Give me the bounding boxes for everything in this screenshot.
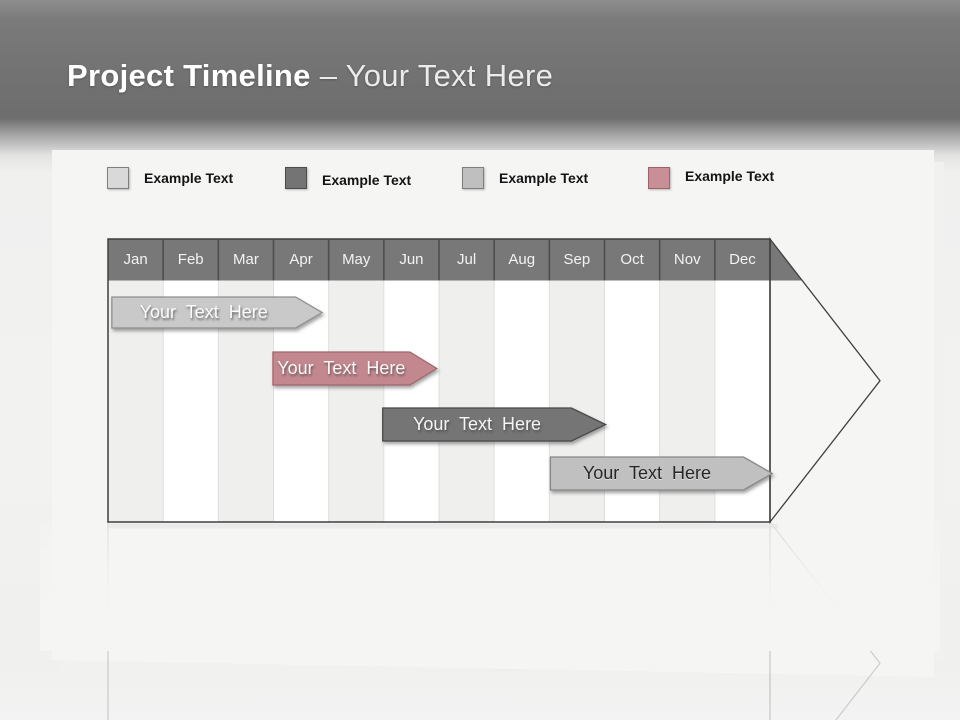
timeline-bar-label-1: Your Text Here (139, 302, 268, 322)
month-cell-mar: Mar (232, 251, 259, 269)
timeline-bar-label-4: Your Text Here (582, 463, 711, 483)
legend-label-4: Example Text (685, 168, 775, 184)
month-cell-may: May (342, 251, 371, 269)
page-title: Project Timeline– Your Text Here (67, 58, 553, 94)
timeline-bar-label-2: Your Text Here (277, 358, 406, 378)
legend-item-4: Example Text (648, 167, 774, 189)
legend-swatch-1 (107, 167, 129, 189)
legend-item-2: Example Text (285, 167, 411, 191)
legend-item-1: Example Text (107, 167, 233, 189)
month-cell-jun: Jun (399, 251, 424, 269)
page-title-bold: Project Timeline (67, 58, 311, 93)
legend-swatch-2 (285, 167, 307, 189)
month-cell-feb: Feb (177, 251, 204, 269)
month-cell-jul: Jul (456, 251, 477, 269)
legend-item-3: Example Text (462, 167, 588, 189)
month-cell-nov: Nov (673, 251, 701, 269)
legend-label-1: Example Text (144, 170, 234, 186)
legend-swatch-3 (462, 167, 484, 189)
page-title-subtitle: – Your Text Here (319, 58, 554, 93)
timeline-bar-label-3: Your Text Here (413, 414, 542, 434)
legend-label-2: Example Text (322, 172, 412, 188)
month-cell-aug: Aug (508, 251, 536, 269)
month-cell-apr: Apr (289, 251, 313, 269)
legend-swatch-4 (648, 167, 670, 189)
month-cell-jan: Jan (123, 251, 148, 269)
month-cell-dec: Dec (729, 251, 756, 269)
month-cell-sep: Sep (563, 251, 591, 269)
legend-label-3: Example Text (499, 170, 589, 186)
month-cell-oct: Oct (620, 251, 644, 269)
